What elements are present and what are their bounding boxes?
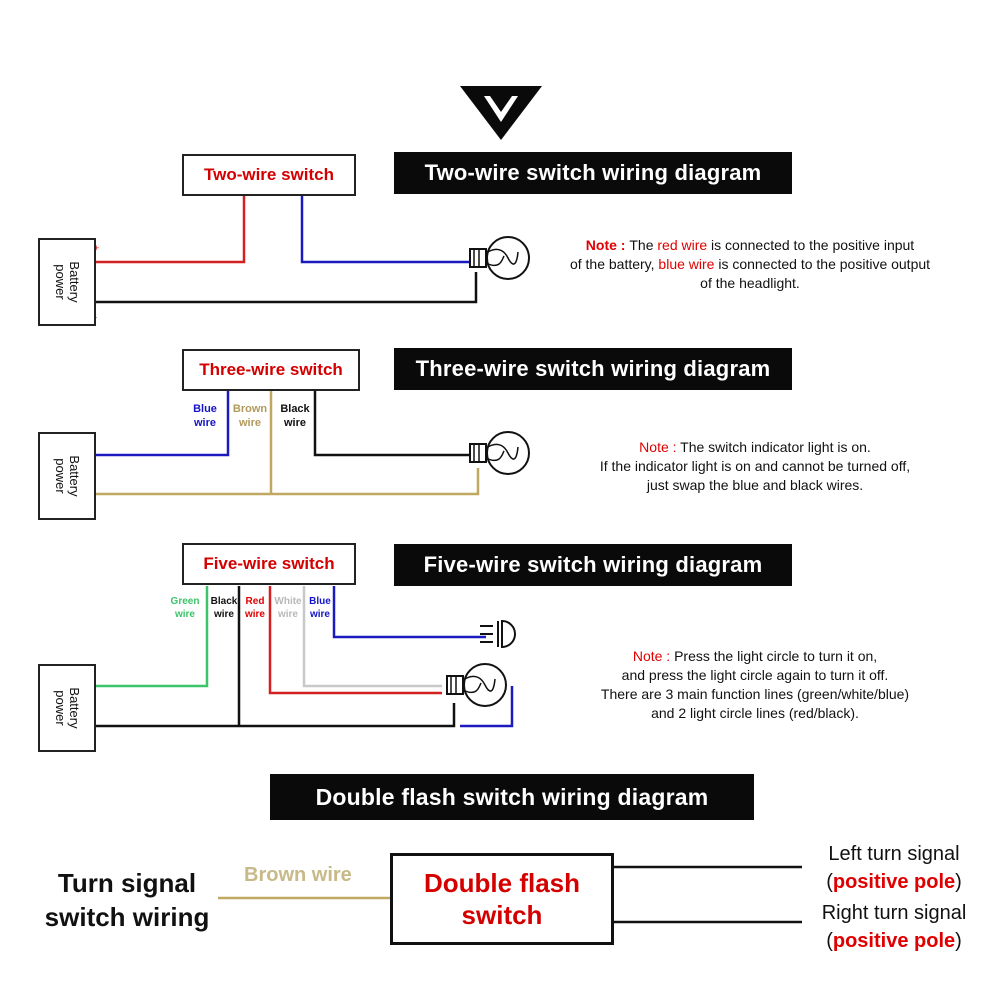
three-wire-note: Note : The switch indicator light is on.… — [599, 439, 911, 493]
two-wire-battery: Battery power — [38, 238, 96, 326]
battery-label: Battery power — [53, 261, 82, 303]
turn-signal-label: Turn signal switch wiring — [44, 868, 210, 932]
five-wire-title: Five-wire switch wiring diagram — [394, 544, 792, 586]
double-flash-wires — [218, 865, 802, 924]
two-wire-wires — [96, 194, 478, 304]
five-wire-wires — [96, 586, 514, 728]
two-wire-note: Note : The red wire is connected to the … — [569, 237, 931, 291]
down-chevron-icon — [460, 86, 542, 140]
left-turn-signal-label: Left turn signal (positive pole) — [826, 843, 962, 893]
headlight-icon — [480, 619, 516, 649]
three-wire-switch-box: Three-wire switch — [182, 349, 360, 391]
two-wire-switch-box: Two-wire switch — [182, 154, 356, 196]
bulb-icon — [469, 236, 530, 280]
svg-text:+: + — [94, 243, 99, 253]
bulb-icon — [446, 663, 507, 707]
double-flash-switch-box: Double flash switch — [390, 853, 614, 945]
right-turn-signal-label: Right turn signal (positive pole) — [821, 902, 967, 952]
five-wire-battery: Battery power — [38, 664, 96, 752]
five-wire-note: Note : Press the light circle to turn it… — [600, 648, 910, 721]
brown-wire-label: Brown wire — [244, 864, 352, 886]
three-wire-battery: Battery power — [38, 432, 96, 520]
two-wire-title: Two-wire switch wiring diagram — [394, 152, 792, 194]
battery-label: Battery power — [53, 687, 82, 729]
bulb-icon — [469, 431, 530, 475]
double-flash-title: Double flash switch wiring diagram — [270, 774, 754, 820]
three-wire-wires — [96, 390, 480, 496]
three-wire-title: Three-wire switch wiring diagram — [394, 348, 792, 390]
battery-label: Battery power — [53, 455, 82, 497]
five-wire-switch-box: Five-wire switch — [182, 543, 356, 585]
